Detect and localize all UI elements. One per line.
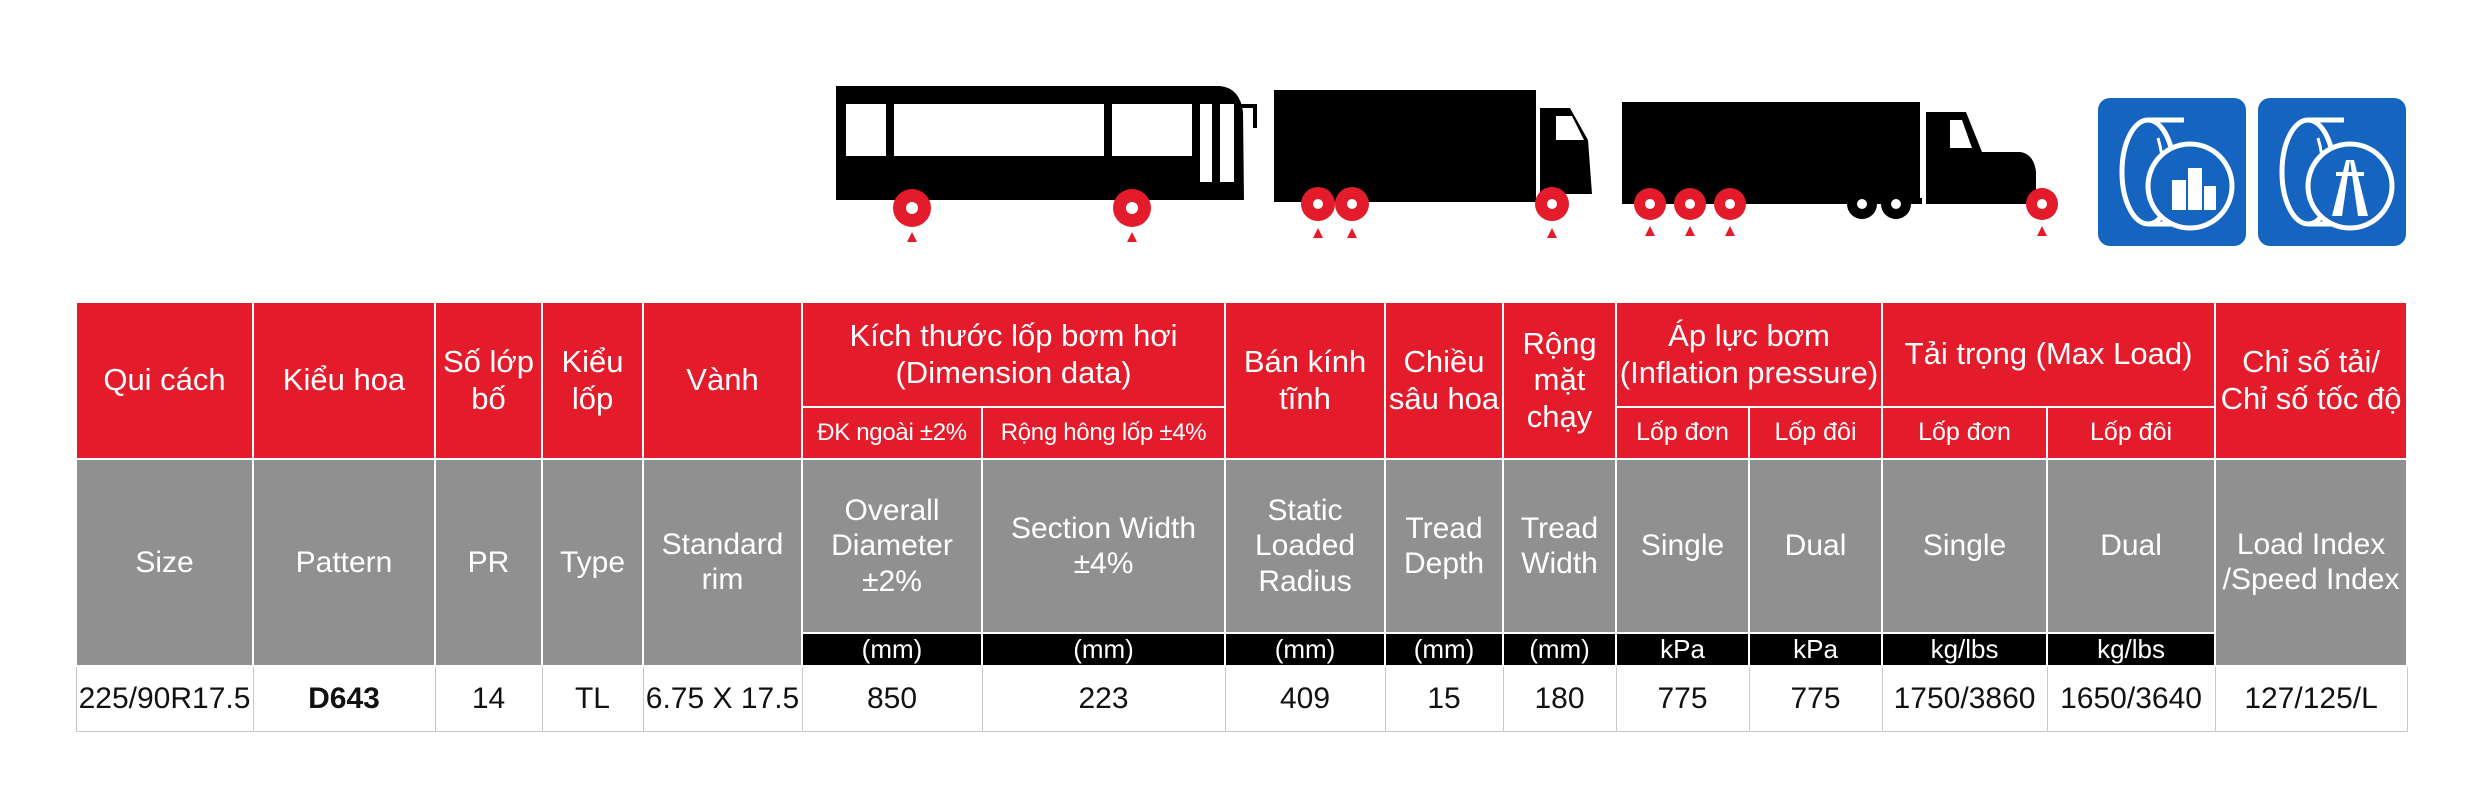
- header-section-width-en: Section Width ±4%: [980, 458, 1227, 634]
- header-rim-en: Standard rim: [642, 458, 803, 667]
- header-overall-diameter-en: Overall Diameter ±2%: [801, 458, 983, 634]
- header-pressure-single-vn: Lốp đơn: [1615, 406, 1751, 460]
- cell-size: 225/90R17.5: [75, 665, 254, 733]
- unit-pressure-single: kPa: [1615, 632, 1751, 667]
- rigid-truck-icon: [1270, 82, 1600, 247]
- unit-overall-diameter: (mm): [801, 632, 983, 667]
- cell-load-dual: 1650/3640: [2046, 665, 2216, 733]
- unit-section-width: (mm): [980, 632, 1227, 667]
- header-load-index-en: Load Index /Speed Index: [2214, 458, 2409, 667]
- cell-section-width: 223: [981, 665, 1226, 733]
- semi-trailer-truck-icon: [1620, 92, 2080, 252]
- header-load-single-vn: Lốp đơn: [1881, 406, 2049, 460]
- header-load-dual-vn: Lốp đôi: [2046, 406, 2217, 460]
- cell-pattern: D643: [252, 665, 436, 733]
- header-load-dual-en: Dual: [2046, 458, 2217, 634]
- header-pattern-vn: Kiểu hoa: [252, 301, 436, 460]
- header-load-single-en: Single: [1881, 458, 2049, 634]
- header-size-vn: Qui cách: [75, 301, 254, 460]
- header-type-vn: Kiểu lốp: [541, 301, 644, 460]
- unit-tread-width: (mm): [1502, 632, 1618, 667]
- cell-tread-width: 180: [1502, 665, 1617, 733]
- cell-type: TL: [541, 665, 644, 733]
- header-pressure-dual-en: Dual: [1748, 458, 1884, 634]
- header-pr-en: PR: [434, 458, 543, 667]
- cell-load-index: 127/125/L: [2214, 665, 2408, 733]
- header-overall-diameter-vn: ĐK ngoài ±2%: [801, 406, 983, 460]
- tire-spec-table: Qui cách Kiểu hoa Số lớp bố Kiểu lốp Vàn…: [75, 301, 2409, 733]
- cell-overall-diameter: 850: [801, 665, 983, 733]
- unit-load-single: kg/lbs: [1881, 632, 2049, 667]
- header-inflation-vn: Áp lực bơm (Inflation pressure): [1615, 301, 1884, 408]
- header-tread-width-en: Tread Width: [1502, 458, 1618, 634]
- header-tread-width-vn: Rộng mặt chạy: [1502, 301, 1618, 460]
- header-pattern-en: Pattern: [252, 458, 436, 667]
- unit-pressure-dual: kPa: [1748, 632, 1884, 667]
- header-size-en: Size: [75, 458, 254, 667]
- unit-tread-depth: (mm): [1384, 632, 1505, 667]
- cell-pr: 14: [434, 665, 543, 733]
- cell-pressure-dual: 775: [1748, 665, 1883, 733]
- header-tread-depth-en: Tread Depth: [1384, 458, 1505, 634]
- header-radius-vn: Bán kính tĩnh: [1224, 301, 1387, 460]
- unit-radius: (mm): [1224, 632, 1387, 667]
- header-pressure-dual-vn: Lốp đôi: [1748, 406, 1884, 460]
- cell-tread-depth: 15: [1384, 665, 1504, 733]
- cell-load-single: 1750/3860: [1881, 665, 2048, 733]
- header-pressure-single-en: Single: [1615, 458, 1751, 634]
- header-dimension-vn: Kích thước lốp bơm hơi (Dimension data): [800, 301, 1227, 408]
- header-pr-vn: Số lớp bố: [434, 301, 543, 460]
- header-load-vn: Tải trọng (Max Load): [1881, 301, 2217, 408]
- unit-load-dual: kg/lbs: [2046, 632, 2217, 667]
- header-tread-depth-vn: Chiều sâu hoa: [1384, 301, 1505, 460]
- header-radius-en: Static Loaded Radius: [1224, 458, 1387, 634]
- table-row: 225/90R17.5 D643 14 TL 6.75 X 17.5 850 2…: [75, 665, 2408, 733]
- cell-radius: 409: [1224, 665, 1386, 733]
- cell-rim: 6.75 X 17.5: [642, 665, 803, 733]
- header-load-index-vn: Chỉ số tải/ Chỉ số tốc độ: [2214, 301, 2409, 460]
- cell-pressure-single: 775: [1615, 665, 1750, 733]
- bus-icon: [830, 82, 1260, 247]
- header-rim-vn: Vành: [642, 301, 803, 460]
- header-section-width-vn: Rộng hông lốp ±4%: [980, 406, 1227, 460]
- highway-icon: [2258, 98, 2406, 246]
- city-road-icon: [2098, 98, 2246, 246]
- header-type-en: Type: [541, 458, 644, 667]
